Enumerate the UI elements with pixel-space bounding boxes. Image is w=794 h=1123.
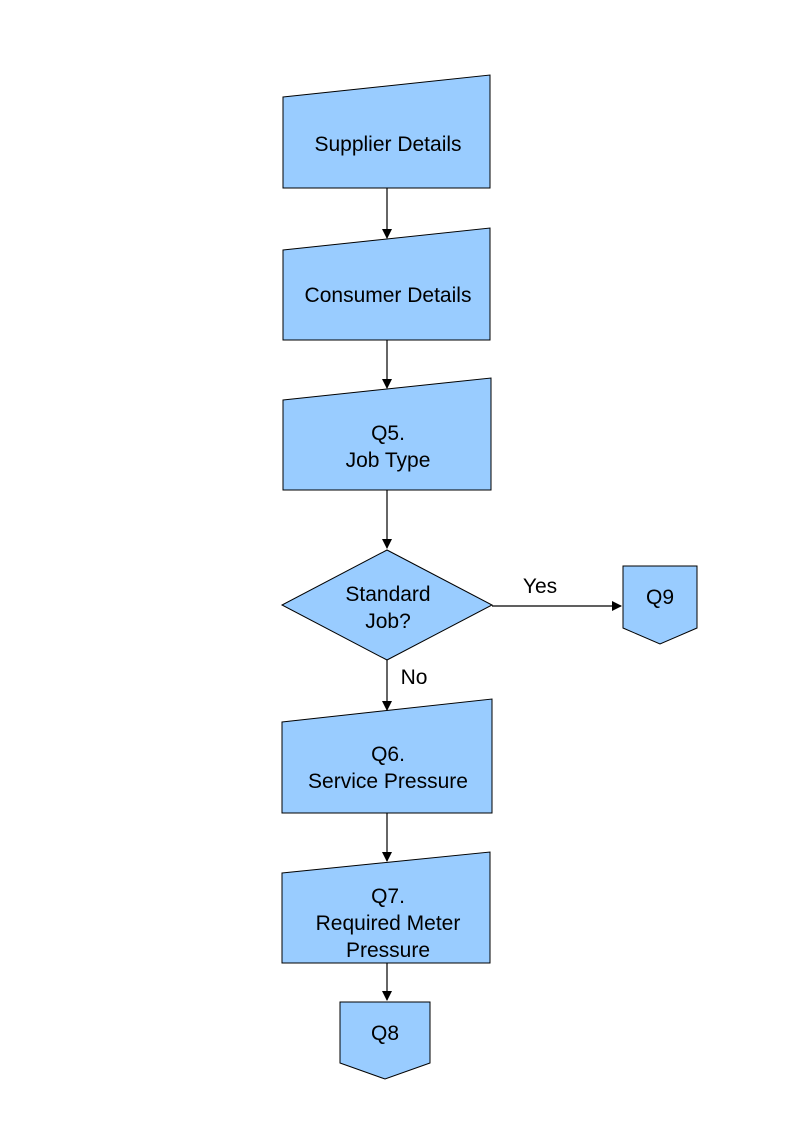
node-q5-label-line2: Job Type <box>346 449 431 472</box>
node-supplier-details: Supplier Details <box>282 74 491 189</box>
node-q5-job-type: Q5. Job Type <box>282 377 492 491</box>
node-q9-connector-shape <box>622 565 698 645</box>
node-q8-label: Q8 <box>371 1022 399 1045</box>
edge-label-no: No <box>401 666 428 689</box>
node-q6-label-line2: Service Pressure <box>308 770 468 793</box>
node-q6-service-pressure: Q6. Service Pressure <box>281 698 493 814</box>
node-q6-label-line1: Q6. <box>371 743 405 766</box>
node-decision-label-line2: Job? <box>365 610 411 633</box>
node-q8-connector: Q8 <box>339 1001 431 1080</box>
node-supplier-details-shape <box>282 74 491 189</box>
node-q7-label-line2: Required Meter <box>316 912 461 935</box>
node-q7-label-line1: Q7. <box>371 885 405 908</box>
node-q5-label-line1: Q5. <box>371 422 405 445</box>
node-decision-label-line1: Standard <box>345 583 430 606</box>
node-q7-label-line3: Pressure <box>346 939 430 962</box>
node-q9-label: Q9 <box>646 586 674 609</box>
node-supplier-details-label: Supplier Details <box>314 133 461 156</box>
node-q7-required-meter-pressure-shape <box>281 851 491 964</box>
node-consumer-details-label: Consumer Details <box>305 284 472 307</box>
edges: Yes No <box>382 188 622 1001</box>
node-q8-connector-shape <box>339 1001 431 1080</box>
node-q5-job-type-shape <box>282 377 492 491</box>
node-standard-job-decision-shape <box>280 549 494 661</box>
node-standard-job-decision: Standard Job? <box>280 549 494 661</box>
node-q9-connector: Q9 <box>622 565 698 645</box>
node-consumer-details-shape <box>282 227 491 341</box>
node-q6-service-pressure-shape <box>281 698 493 814</box>
node-consumer-details: Consumer Details <box>282 227 491 341</box>
edge-label-yes: Yes <box>523 575 557 598</box>
node-q7-required-meter-pressure: Q7. Required Meter Pressure <box>281 851 491 964</box>
